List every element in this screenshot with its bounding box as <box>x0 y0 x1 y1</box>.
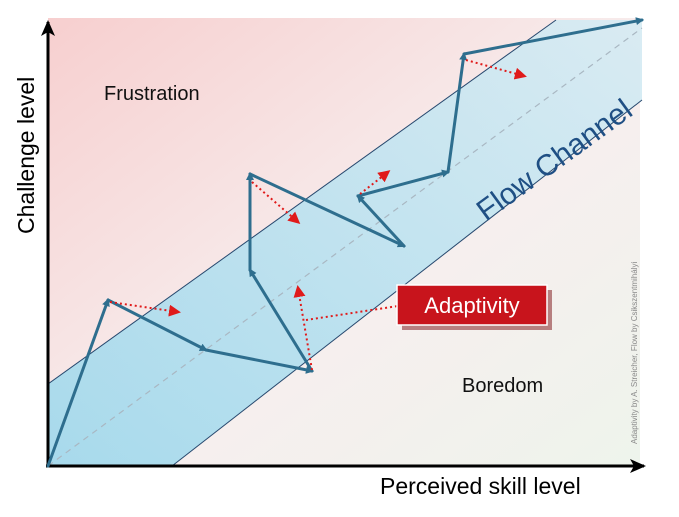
path-segment <box>462 17 644 56</box>
path-segment <box>106 298 208 352</box>
skill-path <box>46 17 644 468</box>
flow-channel-centerline <box>47 27 643 467</box>
frustration-label: Frustration <box>104 83 200 105</box>
path-segment <box>248 268 314 373</box>
boredom-label: Boredom <box>462 375 543 397</box>
y-axis-title: Challenge level <box>13 77 39 234</box>
credit-text: Adaptivity by A. Streicher, Flow by Csik… <box>630 261 639 444</box>
adaptivity-connector <box>305 305 399 321</box>
adaptivity-callout: Adaptivity <box>396 284 552 330</box>
path-segment <box>204 348 314 374</box>
adaptivity-arrows <box>109 59 527 371</box>
adaptivity-arrow <box>109 301 181 317</box>
path-segment <box>356 169 450 198</box>
adaptivity-arrow <box>251 181 301 224</box>
adaptivity-arrow <box>293 285 313 371</box>
path-segment <box>46 298 110 468</box>
adaptivity-arrow <box>465 59 527 80</box>
adaptivity-callout-box <box>396 284 548 326</box>
path-segment <box>248 172 406 248</box>
flow-channel-band <box>48 20 642 466</box>
adaptivity-arrow <box>359 170 391 195</box>
x-axis-title: Perceived skill level <box>380 473 581 499</box>
path-segment <box>446 52 468 174</box>
path-segment <box>356 194 406 248</box>
adaptivity-callout-label: Adaptivity <box>424 293 519 318</box>
flow-channel-upper-edge <box>47 19 557 385</box>
flow-channel-lower-edge <box>171 99 643 467</box>
